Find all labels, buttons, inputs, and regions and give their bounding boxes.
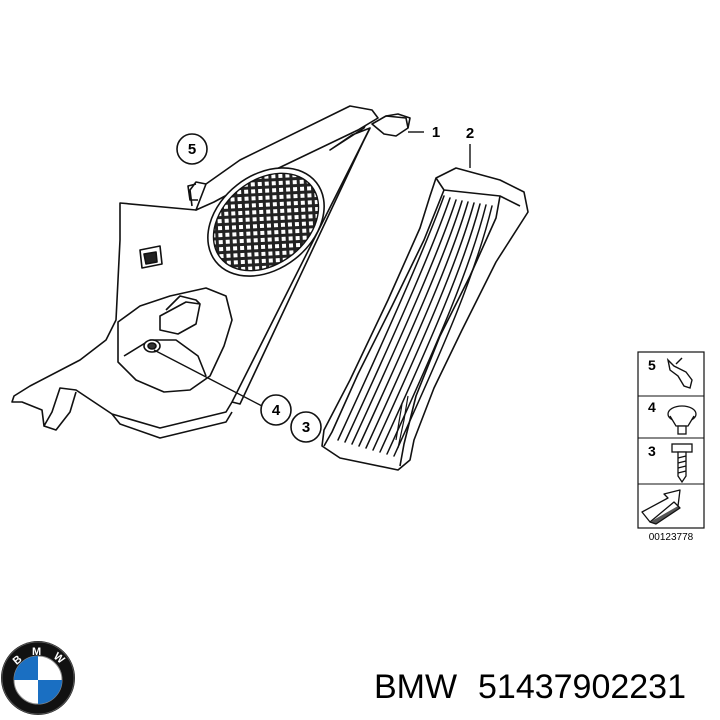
arrow-icon: [641, 489, 681, 525]
legend-row-4-number: 4: [648, 399, 656, 415]
callout-3-circle: [290, 411, 322, 443]
callout-5-label: 5: [188, 141, 196, 158]
callout-5-circle: [176, 133, 208, 165]
footer-part-number: 51437902231: [478, 668, 686, 706]
svg-text:M: M: [32, 646, 41, 658]
footer-brand: BMW: [374, 668, 457, 706]
cover-inner-detail: [395, 395, 409, 449]
callout-2: 2: [466, 125, 474, 142]
callout-4: 4: [260, 394, 292, 426]
cover-ribs: [337, 195, 493, 457]
legend-row-3-number: 3: [648, 443, 656, 459]
clip-icon: [666, 357, 693, 389]
diagram-code: 00123778: [649, 532, 694, 543]
leader-lines: [153, 131, 471, 407]
callout-3-label: 3: [302, 419, 310, 436]
callout-5: 5: [176, 133, 208, 165]
callout-2-label: 2: [466, 125, 474, 142]
screw-icon: [671, 443, 693, 484]
footer: BMW 51437902231: [374, 668, 686, 706]
callout-1: 1: [432, 124, 440, 141]
cover-part-2: [321, 167, 529, 471]
callout-4-circle: [260, 394, 292, 426]
speaker-grille: [212, 172, 320, 272]
parts-legend: 5 4 3 00123778: [637, 351, 705, 543]
callout-3: 3: [290, 411, 322, 443]
expanding-rivet-icon: [667, 405, 697, 435]
callout-4-label: 4: [272, 402, 281, 419]
callout-1-label: 1: [432, 124, 440, 141]
legend-row-5-number: 5: [648, 357, 656, 373]
bmw-logo: B M W: [1, 641, 75, 715]
